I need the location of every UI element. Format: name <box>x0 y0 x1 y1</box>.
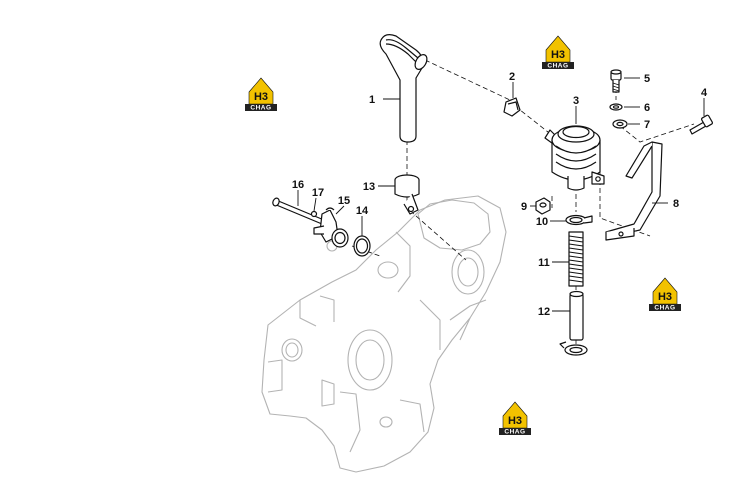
watermark-logo-1: H3 CHAG <box>244 77 278 112</box>
part-10-hose-clamp <box>565 214 593 226</box>
timing-cover-housing <box>261 195 507 473</box>
callout-16: 16 <box>292 179 304 191</box>
part-15-elbow-fitting <box>313 207 349 248</box>
callout-12: 12 <box>538 306 550 318</box>
part-2-clip <box>503 97 521 117</box>
part-3-breather-housing <box>544 125 605 191</box>
part-1-breather-tube <box>379 34 428 143</box>
callout-7: 7 <box>644 119 650 131</box>
watermark-subtext: CHAG <box>654 305 675 312</box>
part-12-drain-hose <box>559 290 588 356</box>
part-5-cap-screw <box>610 69 622 93</box>
callout-3: 3 <box>573 95 579 107</box>
callout-17: 17 <box>312 187 324 199</box>
watermark-letters: H3 <box>254 91 268 103</box>
part-11-corrugated-hose <box>568 231 584 287</box>
callout-10: 10 <box>536 216 548 228</box>
watermark-letters: H3 <box>508 415 522 427</box>
watermark-logo-4: H3 CHAG <box>498 401 532 436</box>
part-9-nut <box>535 197 551 215</box>
part-6-lock-washer <box>609 103 623 111</box>
callout-15: 15 <box>338 195 350 207</box>
part-14-o-ring <box>353 235 371 257</box>
watermark-logo-2: H3 CHAG <box>541 35 575 70</box>
callout-labels: 1 2 3 4 5 6 7 8 9 10 11 12 13 14 15 16 1… <box>292 71 708 318</box>
watermark-subtext: CHAG <box>547 63 568 70</box>
watermark-logo-3: H3 CHAG <box>648 277 682 312</box>
part-13-hose-clamp <box>394 174 420 215</box>
watermark-letters: H3 <box>658 291 672 303</box>
callout-2: 2 <box>509 71 515 83</box>
callout-1: 1 <box>369 94 375 106</box>
leader-lines <box>297 77 705 312</box>
watermark-subtext: CHAG <box>504 429 525 436</box>
callout-4: 4 <box>701 87 708 99</box>
callout-11: 11 <box>538 257 550 269</box>
callout-14: 14 <box>356 205 369 217</box>
part-17-seal-washer <box>310 210 318 218</box>
part-7-flat-washer <box>612 119 628 129</box>
callout-8: 8 <box>673 198 679 210</box>
callout-9: 9 <box>521 201 527 213</box>
callout-13: 13 <box>363 181 375 193</box>
part-4-bolt <box>689 114 714 135</box>
watermark-subtext: CHAG <box>250 105 271 112</box>
watermark-letters: H3 <box>551 49 565 61</box>
callout-6: 6 <box>644 102 650 114</box>
part-8-mounting-bracket <box>605 141 663 241</box>
callout-5: 5 <box>644 73 650 85</box>
